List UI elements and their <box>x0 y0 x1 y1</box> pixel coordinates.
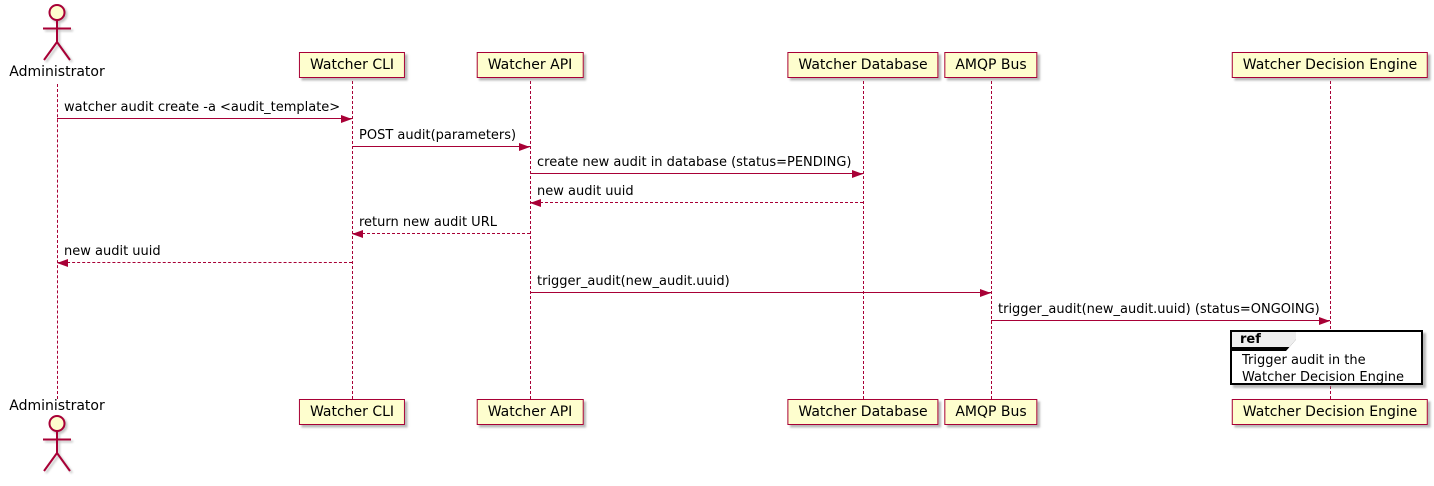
message-label: trigger_audit(new_audit.uuid) (status=ON… <box>998 302 1320 317</box>
message-arrowhead <box>980 288 991 297</box>
actor-label-bottom: Administrator <box>9 398 105 414</box>
message-arrowhead <box>341 114 352 123</box>
ref-fragment: ref Trigger audit in the Watcher Decisio… <box>1230 330 1423 385</box>
lifeline-watcher-cli <box>352 81 353 399</box>
ref-keyword: ref <box>1232 332 1300 347</box>
participant-watcher-api-bottom: Watcher API <box>476 399 584 425</box>
lifeline-administrator <box>57 84 58 399</box>
message-line <box>352 233 530 234</box>
message-line <box>57 262 352 263</box>
message-arrowhead <box>530 198 541 207</box>
message-line <box>57 118 352 119</box>
message-label: return new audit URL <box>359 215 497 230</box>
message-label: watcher audit create -a <audit_template> <box>64 100 341 115</box>
message-label: new audit uuid <box>64 244 161 259</box>
actor-label-top: Administrator <box>9 64 105 80</box>
message-arrowhead <box>352 229 363 238</box>
lifeline-watcher-decision-engine <box>1330 81 1331 399</box>
message-arrowhead <box>1319 316 1330 325</box>
message-label: new audit uuid <box>537 184 634 199</box>
message-label: trigger_audit(new_audit.uuid) <box>537 274 730 289</box>
message-label: create new audit in database (status=PEN… <box>537 155 852 170</box>
ref-text-line: Watcher Decision Engine <box>1242 369 1404 385</box>
participant-watcher-cli-top: Watcher CLI <box>298 52 406 78</box>
participant-amqp-bus-bottom: AMQP Bus <box>944 399 1038 425</box>
actor-icon <box>43 415 71 472</box>
message-arrowhead <box>57 258 68 267</box>
message-label: POST audit(parameters) <box>359 128 517 143</box>
participant-amqp-bus-top: AMQP Bus <box>944 52 1038 78</box>
message-arrowhead <box>852 169 863 178</box>
ref-tab: ref <box>1230 330 1296 351</box>
participant-watcher-decision-engine-top: Watcher Decision Engine <box>1231 52 1429 78</box>
participant-watcher-database-bottom: Watcher Database <box>787 399 939 425</box>
message-arrowhead <box>519 142 530 151</box>
lifeline-amqp-bus <box>991 81 992 399</box>
message-line <box>530 202 863 203</box>
lifeline-watcher-database <box>863 81 864 399</box>
lifeline-watcher-api <box>530 81 531 399</box>
actor-icon <box>43 4 71 61</box>
participant-watcher-database-top: Watcher Database <box>787 52 939 78</box>
message-line <box>991 320 1330 321</box>
message-line <box>530 173 863 174</box>
message-line <box>352 146 530 147</box>
participant-watcher-decision-engine-bottom: Watcher Decision Engine <box>1231 399 1429 425</box>
message-line <box>530 292 991 293</box>
participant-watcher-api-top: Watcher API <box>476 52 584 78</box>
ref-text-line: Trigger audit in the <box>1242 353 1366 368</box>
participant-watcher-cli-bottom: Watcher CLI <box>298 399 406 425</box>
